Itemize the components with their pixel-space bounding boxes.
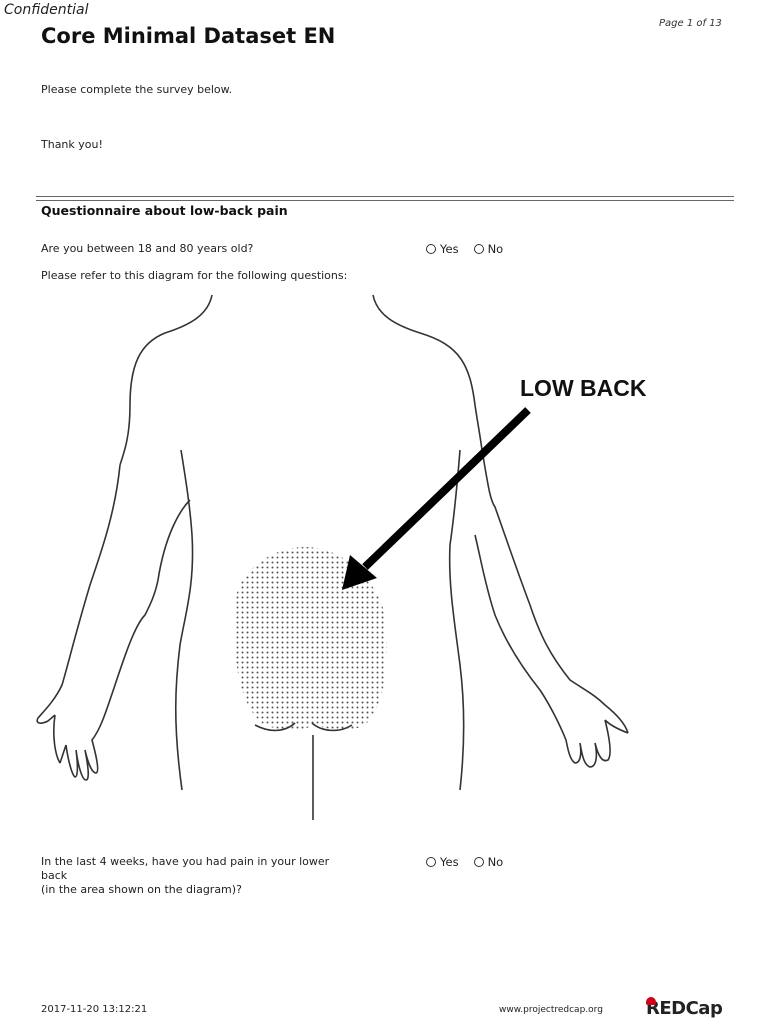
radio-circle-icon[interactable] [426, 857, 436, 867]
radio-age-yes[interactable]: Yes [426, 242, 459, 256]
question-pain-label: In the last 4 weeks, have you had pain i… [41, 855, 371, 897]
question-pain-line1: In the last 4 weeks, have you had pain i… [41, 855, 330, 868]
low-back-label: LOW BACK [520, 375, 647, 401]
confidential-label: Confidential [4, 2, 89, 18]
page-indicator: Page 1 of 13 [659, 18, 722, 29]
radio-pain-no[interactable]: No [473, 855, 504, 869]
footer-url: www.projectredcap.org [499, 1005, 603, 1015]
redcap-hat-icon [646, 997, 656, 1005]
radio-circle-icon[interactable] [473, 244, 484, 254]
question-age-label: Are you between 18 and 80 years old? [41, 242, 254, 255]
question-age-radio-group: Yes No [426, 242, 518, 256]
radio-pain-yes[interactable]: Yes [426, 855, 459, 869]
radio-circle-icon[interactable] [426, 244, 436, 254]
radio-circle-icon[interactable] [473, 857, 484, 867]
radio-label: Yes [440, 855, 459, 869]
footer-timestamp: 2017-11-20 13:12:21 [41, 1004, 148, 1015]
body-diagram-icon: LOW BACK [36, 294, 647, 820]
redcap-logo: REDCap [646, 997, 723, 1019]
question-pain-line3: (in the area shown on the diagram)? [41, 883, 242, 896]
radio-label: No [487, 855, 504, 869]
section-title: Questionnaire about low-back pain [41, 203, 288, 218]
radio-label: Yes [440, 242, 459, 256]
redcap-logo-text: REDCap [646, 998, 723, 1019]
intro-text: Please complete the survey below. [41, 83, 233, 96]
radio-age-no[interactable]: No [473, 242, 504, 256]
thank-you-text: Thank you! [41, 138, 103, 151]
section-divider-bottom [36, 200, 734, 201]
question-pain-radio-group: Yes No [426, 855, 518, 869]
radio-label: No [487, 242, 504, 256]
question-pain-line2: back [41, 869, 68, 882]
page-title: Core Minimal Dataset EN [41, 24, 336, 48]
body-diagram: LOW BACK [30, 285, 670, 830]
diagram-instruction: Please refer to this diagram for the fol… [41, 269, 348, 282]
section-divider-top [36, 196, 734, 197]
